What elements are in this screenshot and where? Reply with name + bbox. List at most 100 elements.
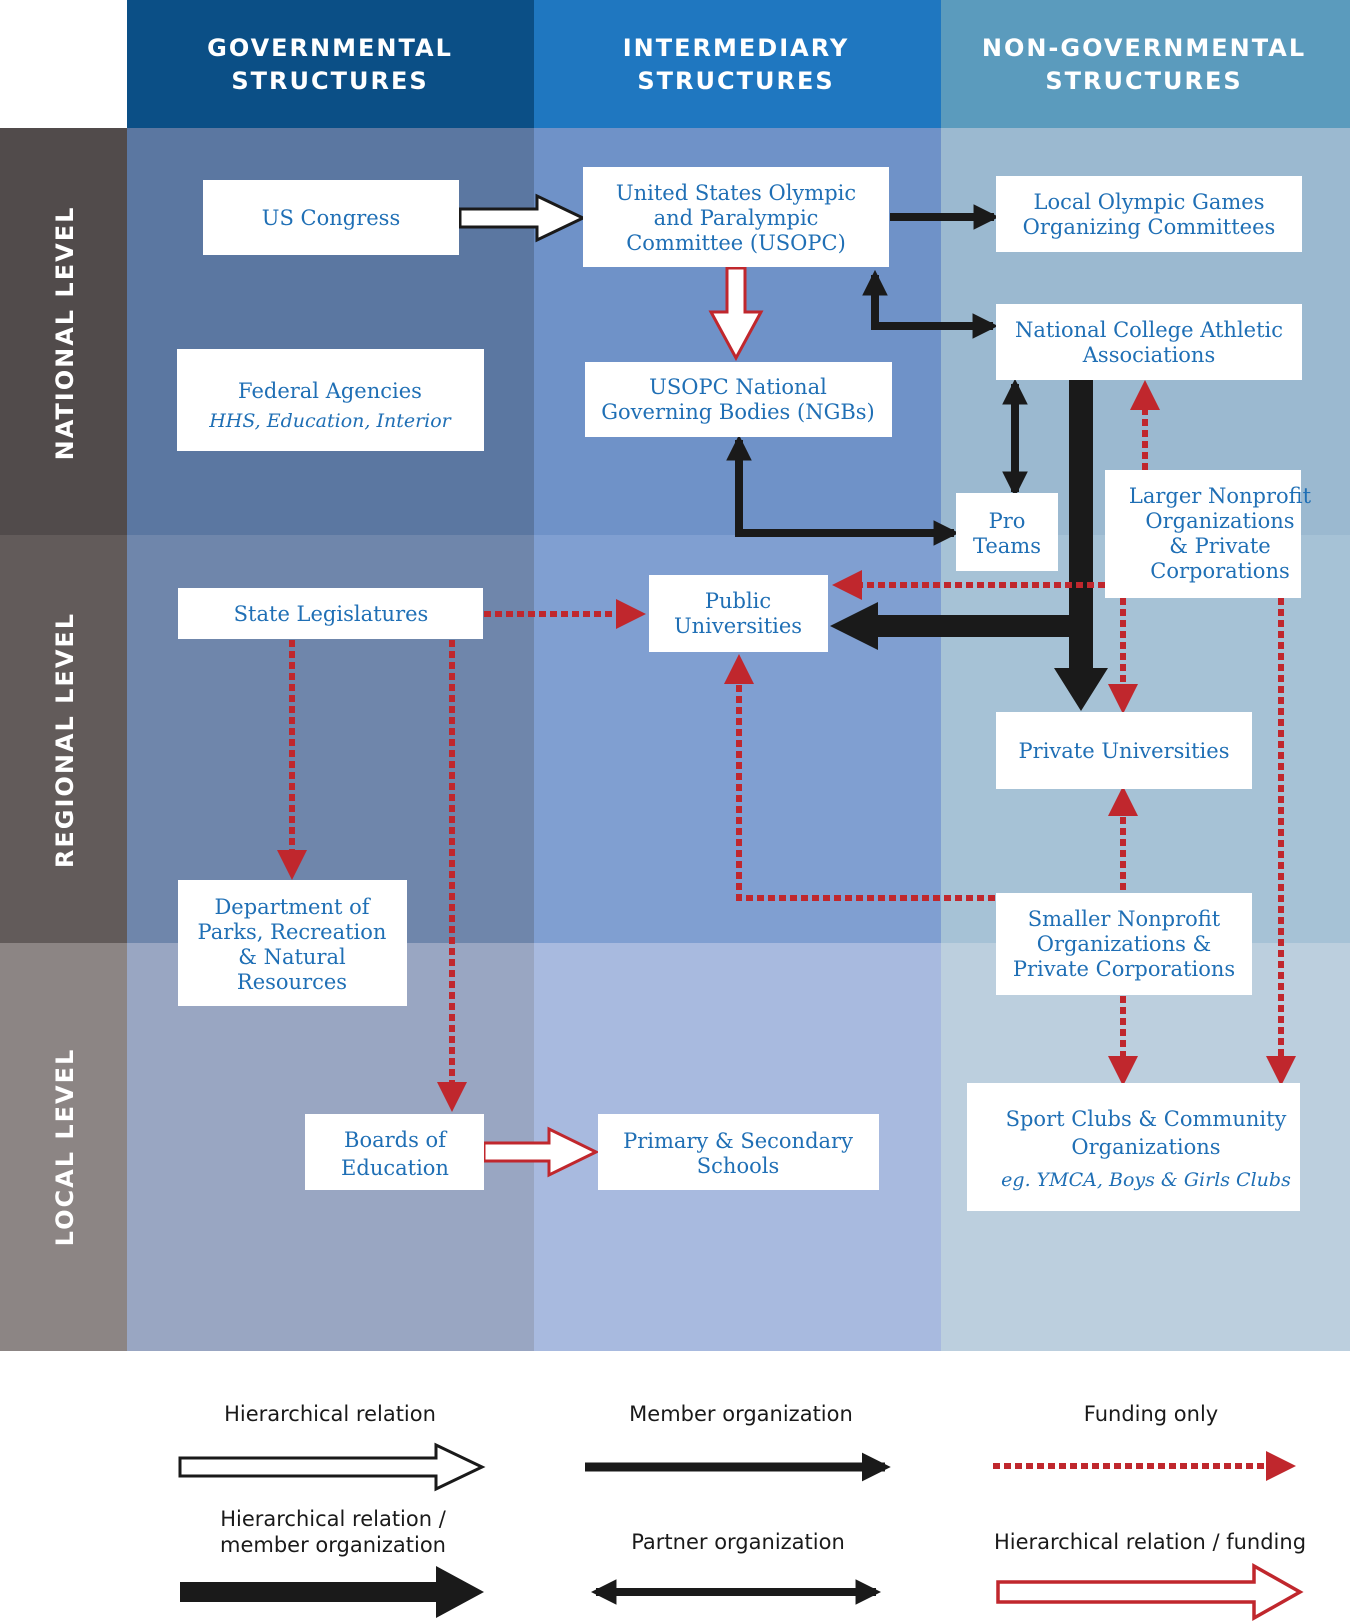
- text-line: US Congress: [262, 206, 400, 230]
- text-line: Boards of: [344, 1128, 448, 1152]
- node-state-legislatures[interactable]: State Legislatures: [178, 588, 483, 639]
- arrow-usopc-ngbs: [708, 266, 764, 362]
- text-line: Organizations: [1071, 1135, 1220, 1159]
- text-line: Local Olympic Games: [1034, 190, 1265, 214]
- row-label-regional: REGIONAL LEVEL: [51, 612, 79, 868]
- text-line: Private Universities: [1019, 739, 1230, 763]
- text-line: Corporations: [1150, 559, 1290, 583]
- node-us-congress[interactable]: US Congress: [203, 180, 459, 255]
- legend-hier-member-arrow: [180, 1566, 484, 1618]
- text-line: GOVERNMENTAL: [207, 34, 453, 62]
- text-line: Resources: [237, 970, 347, 994]
- text-line: & Natural: [238, 945, 346, 969]
- text-line: Hierarchical relation / funding: [994, 1530, 1306, 1554]
- text-line: Smaller Nonprofit: [1028, 907, 1221, 931]
- legend-funding-label: Funding only: [1084, 1402, 1218, 1426]
- header-gov-bg: [127, 0, 534, 128]
- header-gov: GOVERNMENTAL STRUCTURES: [207, 34, 453, 95]
- arrow-ncaa-universities-trunk: [1054, 380, 1108, 711]
- node-private-universities[interactable]: Private Universities: [996, 712, 1252, 789]
- legend-hierarchical-arrow: [178, 1442, 486, 1492]
- row-national-bg: [0, 128, 127, 535]
- text-line: Universities: [674, 614, 802, 638]
- nodes: US Congress Federal Agencies HHS, Educat…: [177, 167, 1312, 1211]
- connectors: [277, 193, 1296, 1178]
- text-line: Associations: [1082, 343, 1215, 367]
- legend: Hierarchical relation Member organizatio…: [178, 1402, 1306, 1621]
- text-line: USOPC National: [649, 375, 827, 399]
- text-line: Teams: [973, 534, 1041, 558]
- text-line: Partner organization: [631, 1530, 845, 1554]
- text-line: Public: [705, 589, 771, 613]
- text-line: member organization: [220, 1533, 446, 1557]
- legend-hier-funding-arrow: [996, 1563, 1304, 1621]
- text-line: Sport Clubs & Community: [1006, 1107, 1287, 1131]
- legend-hier-funding-label: Hierarchical relation / funding: [994, 1530, 1306, 1554]
- arrow-boards-primary-secondary: [482, 1126, 600, 1178]
- row-labels: NATIONAL LEVEL REGIONAL LEVEL LOCAL LEVE…: [51, 206, 79, 1247]
- text-line: Private Corporations: [1013, 957, 1235, 981]
- text-line: & Private: [1169, 534, 1271, 558]
- node-us-congress-label: US Congress: [262, 206, 400, 230]
- legend-partner-label: Partner organization: [631, 1530, 845, 1554]
- text-line: STRUCTURES: [637, 67, 834, 95]
- text-line: and Paralympic: [654, 206, 819, 230]
- node-federal-agencies-label: Federal Agencies: [238, 379, 422, 403]
- text-line: Department of: [214, 895, 371, 919]
- text-line: State Legislatures: [234, 602, 429, 626]
- arrow-ncaa-public-universities: [830, 602, 1081, 650]
- text-line: Organizations: [1145, 509, 1294, 533]
- text-line: STRUCTURES: [231, 67, 428, 95]
- legend-hier-member-label: Hierarchical relation /member organizati…: [220, 1507, 447, 1557]
- text-line: INTERMEDIARY: [623, 34, 850, 62]
- text-line: Funding only: [1084, 1402, 1218, 1426]
- node-federal-agencies[interactable]: Federal Agencies HHS, Education, Interio…: [177, 349, 484, 451]
- row-label-national: NATIONAL LEVEL: [51, 206, 79, 461]
- text-line: Organizations &: [1037, 932, 1212, 956]
- text-line: National College Athletic: [1015, 318, 1283, 342]
- text-line: Federal Agencies: [238, 379, 422, 403]
- arrow-ngbs-proteams: [726, 434, 960, 546]
- text-line: Committee (USOPC): [626, 231, 846, 255]
- row-label-local: LOCAL LEVEL: [51, 1048, 79, 1247]
- header-inter-bg: [534, 0, 941, 128]
- text-line: Hierarchical relation: [224, 1402, 436, 1426]
- text-line: Governing Bodies (NGBs): [601, 400, 875, 424]
- row-local-bg: [0, 943, 127, 1351]
- text-line: Organizing Committees: [1023, 215, 1276, 239]
- node-federal-agencies-sub: HHS, Education, Interior: [208, 410, 452, 432]
- node-sport-clubs-sub: eg. YMCA, Boys & Girls Clubs: [1001, 1169, 1291, 1191]
- header-nongov-bg: [941, 0, 1350, 128]
- node-private-universities-label: Private Universities: [1019, 739, 1230, 763]
- text-line: Larger Nonprofit: [1129, 484, 1312, 508]
- text-line: Pro: [989, 509, 1026, 533]
- arrow-congress-usopc: [458, 193, 587, 243]
- text-line: United States Olympic: [616, 181, 856, 205]
- header-inter: INTERMEDIARY STRUCTURES: [623, 34, 850, 95]
- text-line: STRUCTURES: [1045, 67, 1242, 95]
